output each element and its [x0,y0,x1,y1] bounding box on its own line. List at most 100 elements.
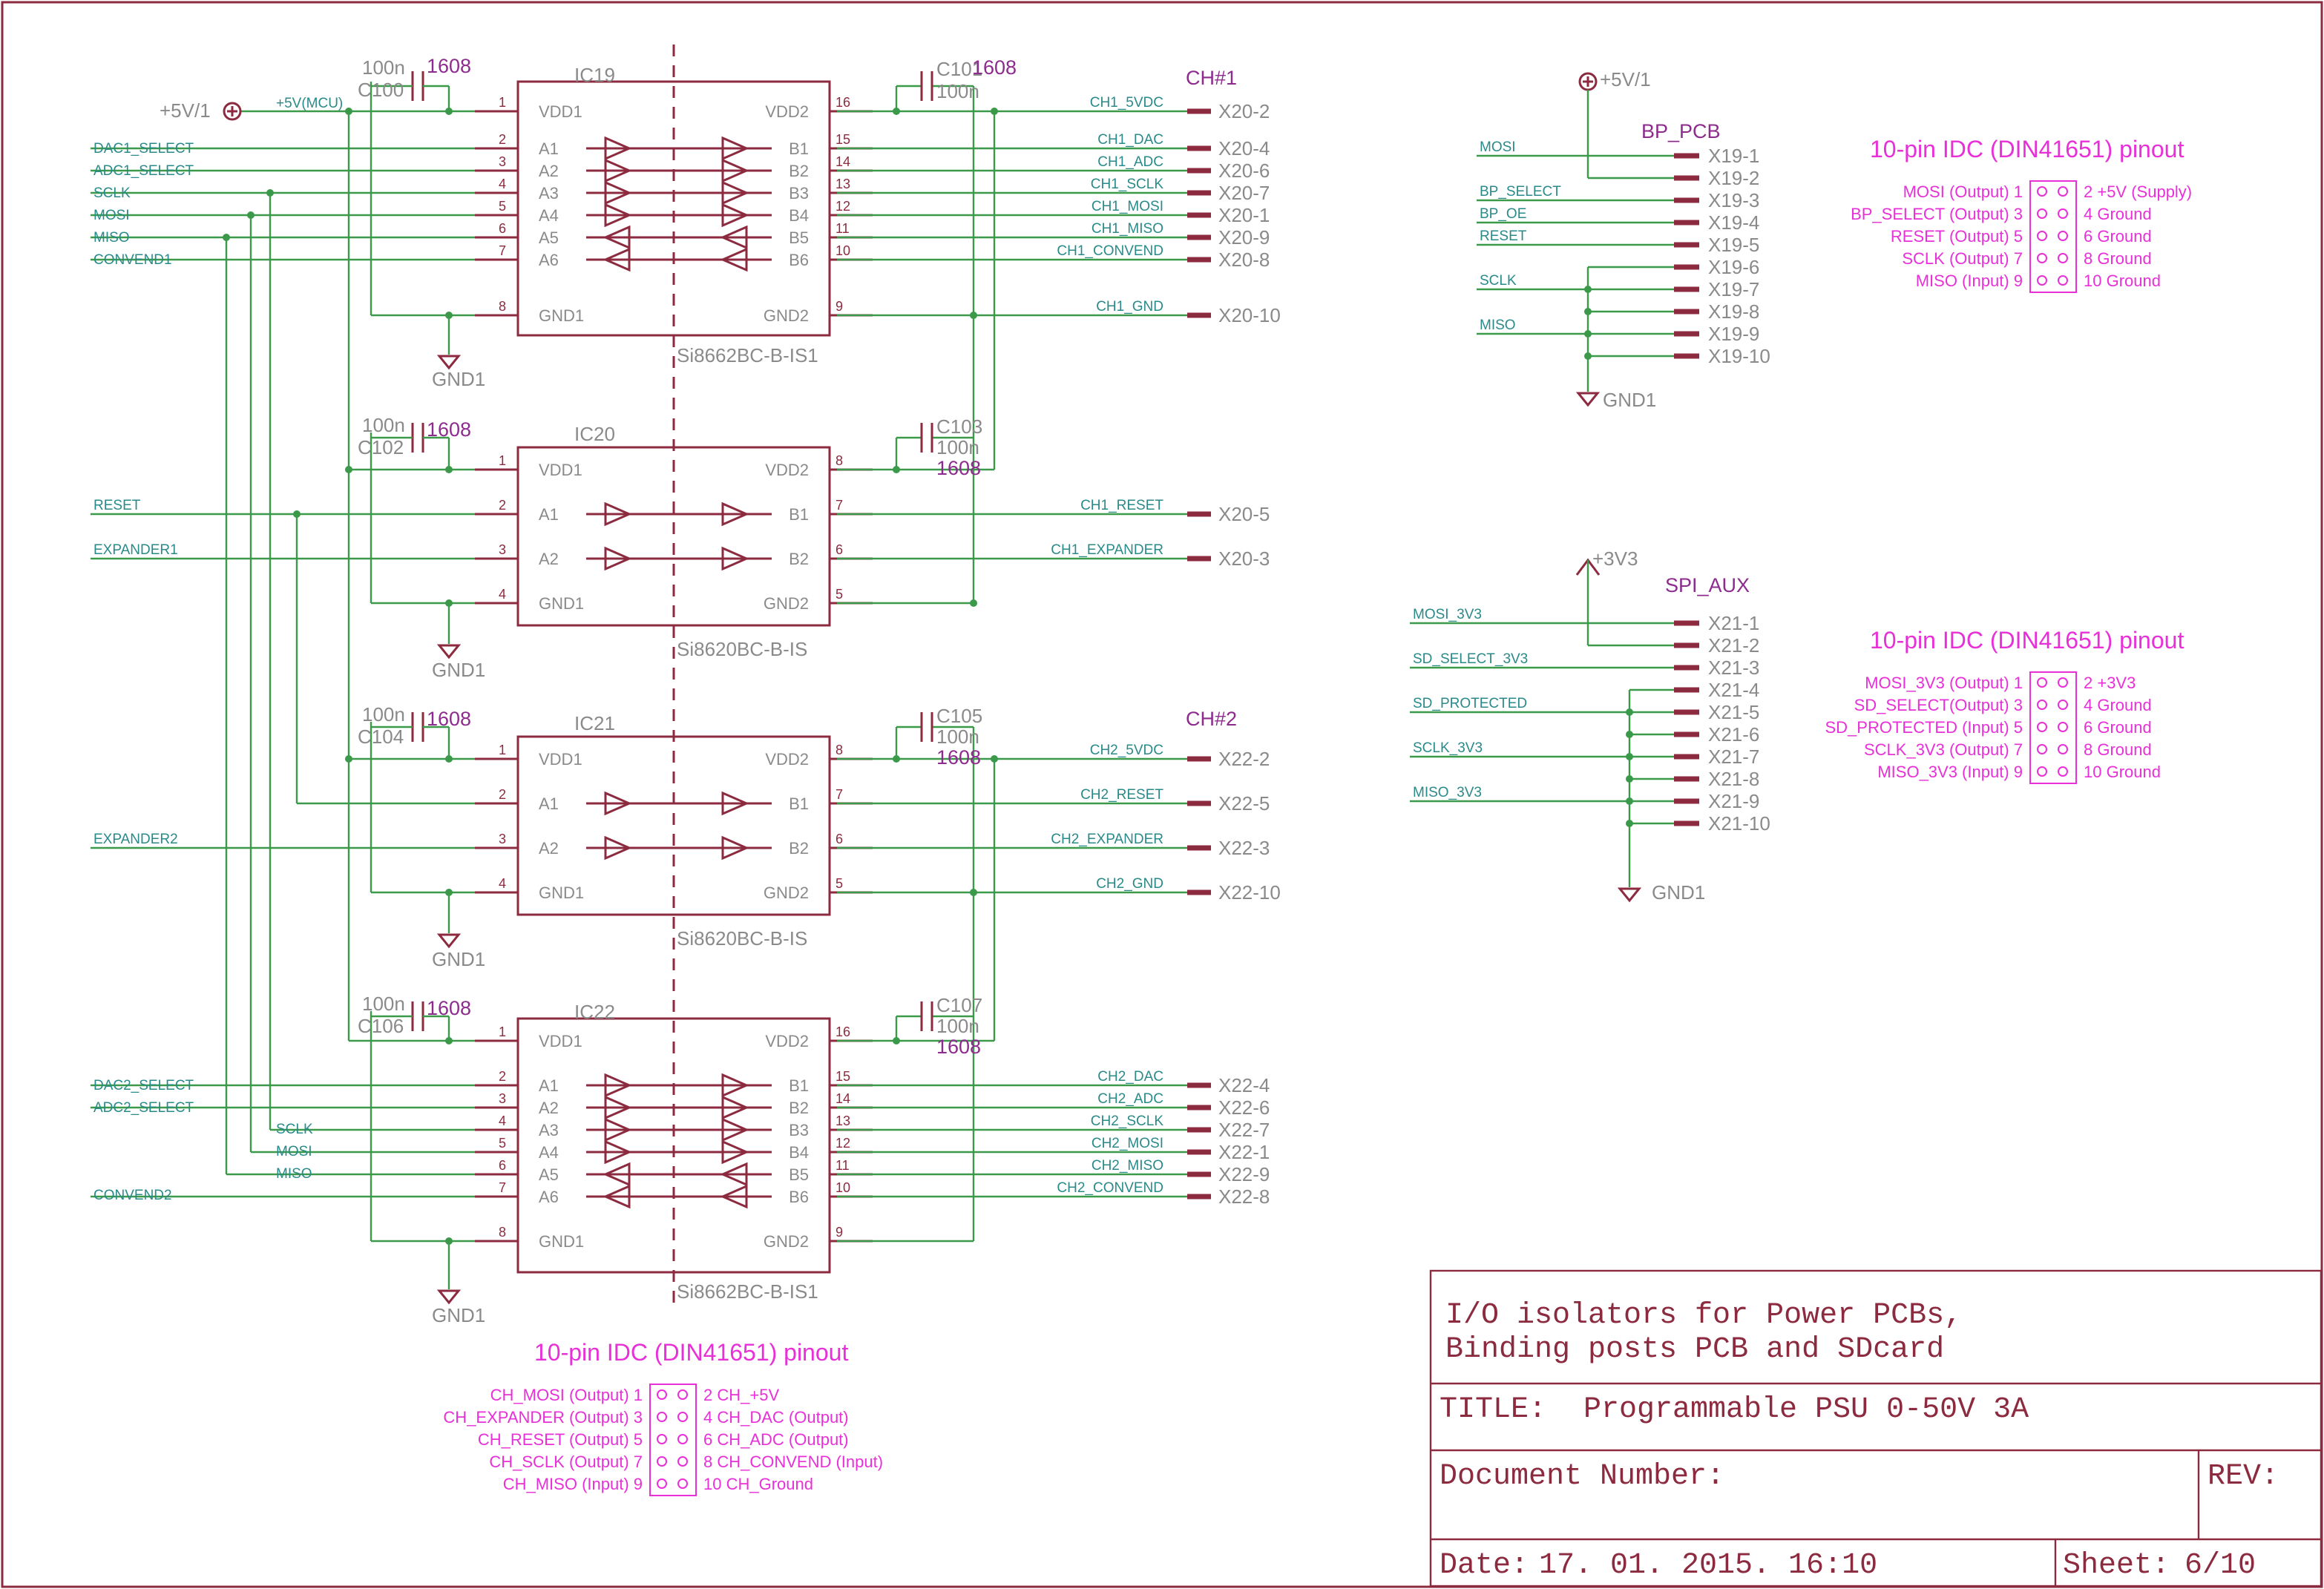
pin-name: B6 [789,1188,809,1206]
p3v3-label: +3V3 [1592,547,1638,570]
header-pin-label: X21-3 [1708,657,1759,679]
title-block: I/O isolators for Power PCBs, Binding po… [1429,1269,2323,1588]
spi-net-sclk: SCLK_3V3 [1413,740,1483,756]
pin-number: 8 [836,453,843,468]
pinout-left: CH_RESET (Output) 5 [478,1430,643,1449]
pin-number: 16 [836,95,850,110]
pin-name: GND1 [539,1232,584,1251]
bp-net-mosi: MOSI [1480,139,1516,155]
pin-name: GND1 [539,884,584,902]
ch2-label: CH#2 [1186,708,1237,730]
pin-number: 10 [836,1180,850,1195]
ic21-buffers [586,791,772,861]
output-net-label: CH1_SCLK [1091,177,1164,192]
pin-name: VDD1 [539,750,582,769]
net-mosi: MOSI [93,208,130,223]
pinout-right: 2 +3V3 [2084,674,2136,692]
bp-pcb-title: BP_PCB [1641,120,1721,142]
cap-value: 100n [936,436,979,458]
buffer-icon [586,1139,772,1165]
pinout-right: 8 Ground [2084,740,2152,759]
buffer-icon [586,247,772,272]
pinout-right: 4 Ground [2084,205,2152,223]
output-net-label: CH1_RESET [1080,498,1163,513]
pin-number: 5 [836,587,843,602]
c107-label: C107 [936,994,982,1016]
pinout-left: CH_MISO (Input) 9 [503,1475,643,1493]
p5v1-label: +5V/1 [1600,68,1651,91]
pinout-table-spi: 10-pin IDC (DIN41651) pinout MOSI_3V3 (O… [1825,627,2184,784]
output-buses [837,85,1187,1243]
pin-name: GND2 [764,1232,809,1251]
pin-name: B5 [789,1165,809,1184]
connector-pin-label: X20-1 [1218,204,1270,226]
spi-net-sd-protected: SD_PROTECTED [1413,696,1527,711]
c102-label: C102 [358,436,404,458]
connector-pin-label: X20-8 [1218,249,1270,271]
pin-name: B1 [789,794,809,813]
junctions-left [223,108,453,1245]
gnd1-label: GND1 [432,948,485,970]
pinout-right: 6 Ground [2084,227,2152,246]
pin-number: 1 [499,453,506,468]
ic20-part: Si8620BC-B-IS [677,638,807,660]
cap-package: 1608 [936,1036,981,1058]
pin-number: 2 [499,132,506,147]
output-net-label: CH1_5VDC [1090,95,1163,111]
pinout-left: SCLK_3V3 (Output) 7 [1864,740,2023,759]
bp-pcb-header: +5V/1 BP_PCB GND1 MOSI BP_SELECT BP_OE R… [1477,68,1770,411]
header-pin-label: X19-3 [1708,189,1759,211]
header-pin-label: X19-8 [1708,300,1759,323]
pin-number: 4 [499,1113,506,1128]
pinout-title: 10-pin IDC (DIN41651) pinout [1870,627,2184,654]
c105-label: C105 [936,705,982,727]
header-pin-label: X21-1 [1708,612,1759,634]
connector-pin-label: X20-7 [1218,182,1270,204]
spi-net-miso: MISO_3V3 [1413,785,1482,800]
output-net-label: CH2_MISO [1092,1158,1163,1174]
caps-right [920,71,933,1031]
pin-number: 8 [499,1225,506,1240]
buffer-icon [586,1184,772,1209]
pin-name: VDD2 [765,102,809,121]
net-dac1-select: DAC1_SELECT [93,141,194,157]
output-net-label: CH2_RESET [1080,787,1163,803]
pin-name: A5 [539,1165,559,1184]
title-label: TITLE: [1440,1393,1546,1427]
pin-number: 13 [836,177,850,191]
pin-name: VDD2 [765,461,809,479]
pinout-left: SD_PROTECTED (Input) 5 [1825,718,2023,737]
c104-label: C104 [358,726,404,748]
header-pin-label: X21-5 [1708,701,1759,723]
description-line1: I/O isolators for Power PCBs, [1445,1299,1962,1332]
cap-package: 1608 [427,55,471,77]
pin-number: 3 [499,542,506,557]
buffer-icon [586,546,772,571]
ch1-label: CH#1 [1186,67,1237,89]
pinout-right: 8 Ground [2084,249,2152,268]
output-net-label: CH1_DAC [1097,132,1163,148]
output-net-label: CH2_CONVEND [1057,1180,1163,1196]
pinout-left: MOSI (Output) 1 [1903,182,2023,201]
idc-header-icon [649,1384,697,1496]
connector-pin-label: X22-2 [1218,748,1270,770]
pinout-title: 10-pin IDC (DIN41651) pinout [1870,136,2184,162]
pinout-right: 6 Ground [2084,718,2152,737]
pin-name: B4 [789,206,809,225]
pin-number: 11 [836,1158,850,1173]
connector-pin-label: X20-2 [1218,100,1270,122]
output-net-label: CH1_MOSI [1092,199,1163,214]
output-net-label: CH1_ADC [1097,154,1163,170]
output-net-label: CH1_CONVEND [1057,243,1163,259]
output-net-label: CH1_GND [1096,299,1163,315]
pin-number: 14 [836,154,850,169]
net-sclk: SCLK [93,185,131,201]
pin-name: A4 [539,1143,559,1162]
ic19-part: Si8662BC-B-IS1 [677,344,818,366]
net-sclk: SCLK [276,1122,313,1137]
output-net-label: CH2_DAC [1097,1069,1163,1085]
